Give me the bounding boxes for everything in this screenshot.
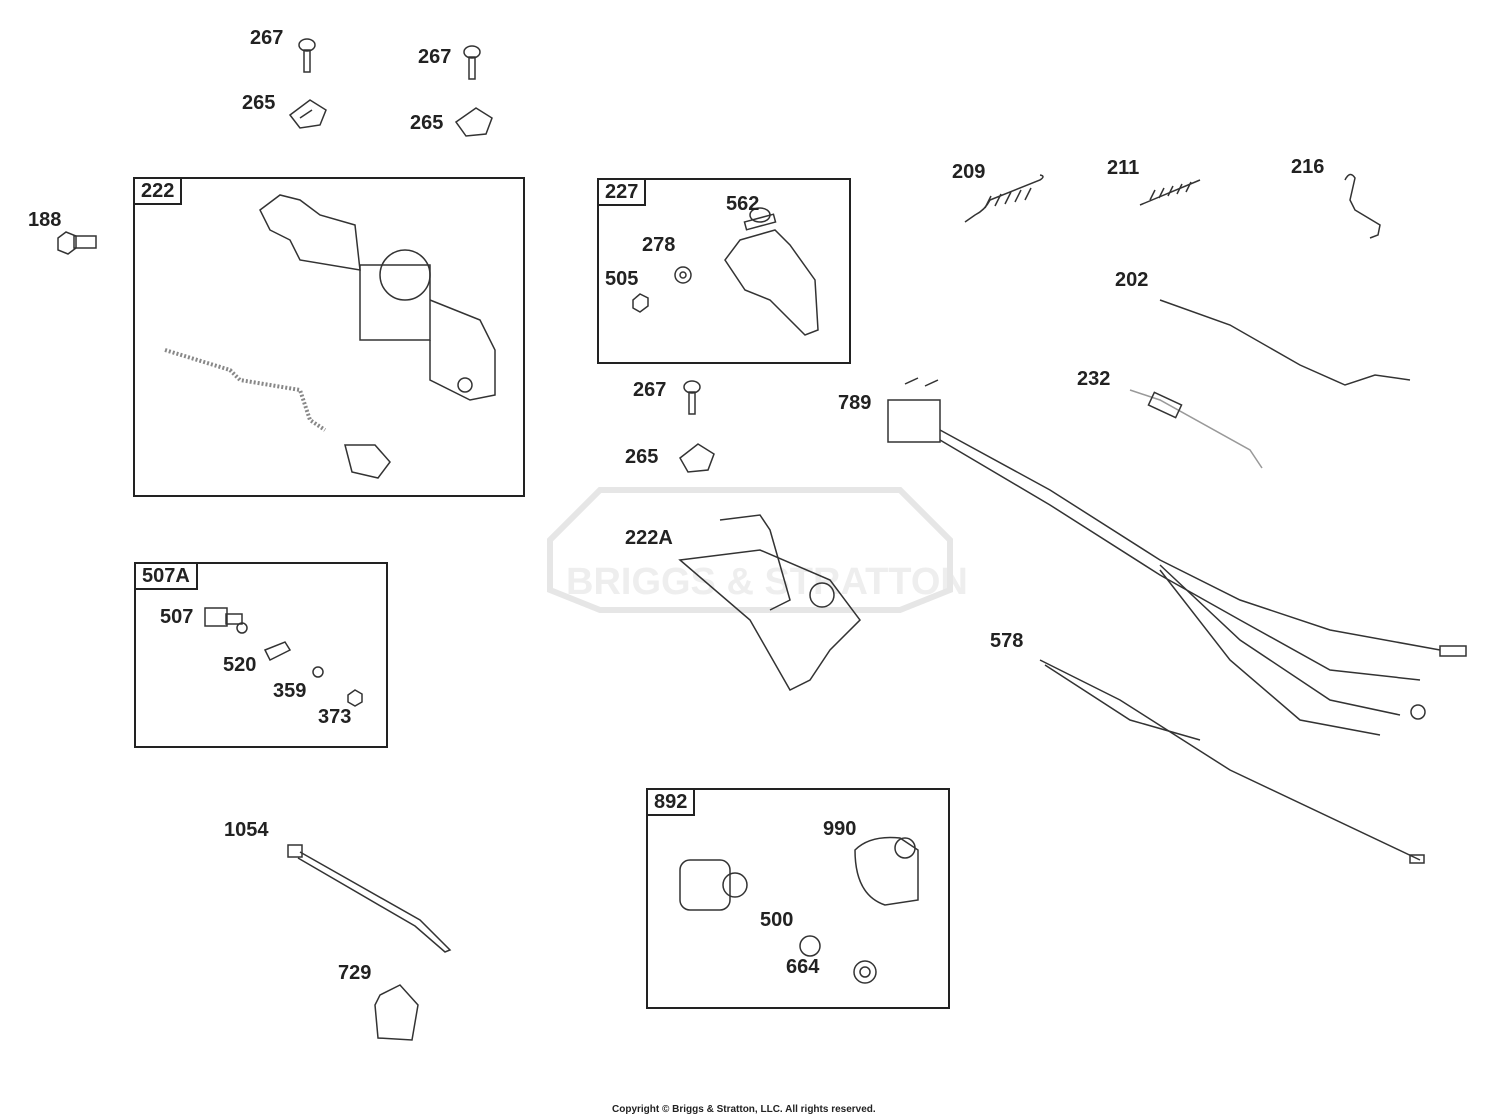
key-990-icon: [854, 836, 919, 906]
part-label[interactable]: 267: [633, 379, 667, 401]
part-label[interactable]: 267: [418, 46, 452, 68]
group-box-222: 222: [133, 177, 525, 497]
terminal-520-icon: [263, 641, 292, 662]
part-label[interactable]: 267: [250, 27, 284, 49]
clip-265-icon: [679, 443, 715, 473]
screw-267-icon: [683, 380, 701, 415]
group-label: 892: [646, 788, 696, 816]
spring-232-icon: [1129, 389, 1263, 469]
nut-373-icon: [347, 689, 363, 707]
throttle-control-222A-icon: [678, 514, 861, 691]
copyright-text: Copyright © Briggs & Stratton, LLC. All …: [612, 1104, 876, 1115]
solenoid-bracket-icon: [164, 194, 496, 479]
group-box-507A: 507A: [134, 562, 388, 748]
part-label[interactable]: 216: [1291, 156, 1325, 178]
part-label[interactable]: 505: [605, 268, 639, 290]
part-label[interactable]: 202: [1115, 269, 1149, 291]
part-label[interactable]: 507: [160, 606, 194, 628]
bolt-188-icon: [57, 231, 97, 255]
wiring-harness-789-icon: [887, 377, 1467, 736]
part-label[interactable]: 359: [273, 680, 307, 702]
watermark-logo: BRIGGS & STRATTON: [566, 561, 968, 603]
part-label[interactable]: 373: [318, 706, 352, 728]
part-label[interactable]: 232: [1077, 368, 1111, 390]
part-label[interactable]: 1054: [224, 819, 269, 841]
screw-267-icon: [463, 45, 481, 80]
spring-211-icon: [1139, 179, 1201, 206]
part-label[interactable]: 222A: [625, 527, 673, 549]
part-label[interactable]: 520: [223, 654, 257, 676]
part-label[interactable]: 500: [760, 909, 794, 931]
ring-500-icon: [799, 935, 821, 957]
part-label[interactable]: 265: [242, 92, 276, 114]
wire-578-icon: [1039, 659, 1425, 864]
cover-729-icon: [374, 984, 419, 1041]
group-label: 222: [133, 177, 183, 205]
link-216-icon: [1344, 173, 1381, 239]
clip-265-icon: [454, 107, 493, 137]
part-label[interactable]: 729: [338, 962, 372, 984]
part-label[interactable]: 789: [838, 392, 872, 414]
screw-267-icon: [298, 38, 316, 73]
group-box-227: 227: [597, 178, 851, 364]
part-label[interactable]: 578: [990, 630, 1024, 652]
switch-507-icon: [204, 607, 248, 634]
part-label[interactable]: 209: [952, 161, 986, 183]
throttle-lever-icon: [632, 207, 819, 336]
part-label[interactable]: 664: [786, 956, 820, 978]
washer-359-icon: [312, 666, 324, 678]
cable-tie-1054-icon: [287, 844, 452, 953]
group-label: 227: [597, 178, 647, 206]
nut-664-icon: [853, 960, 877, 984]
watermark-hexagon: [547, 487, 953, 613]
part-label[interactable]: 211: [1107, 157, 1140, 179]
part-label[interactable]: 990: [823, 818, 857, 840]
group-box-892: 892: [646, 788, 950, 1009]
part-label[interactable]: 188: [28, 209, 62, 231]
rod-202-icon: [1159, 299, 1411, 386]
group-label: 507A: [134, 562, 198, 590]
part-label[interactable]: 265: [625, 446, 659, 468]
part-label[interactable]: 562: [726, 193, 760, 215]
part-label[interactable]: 265: [410, 112, 444, 134]
clip-265-icon: [288, 99, 327, 129]
ignition-switch-icon: [679, 859, 748, 911]
part-label[interactable]: 278: [642, 234, 676, 256]
spring-209-icon: [964, 174, 1044, 223]
